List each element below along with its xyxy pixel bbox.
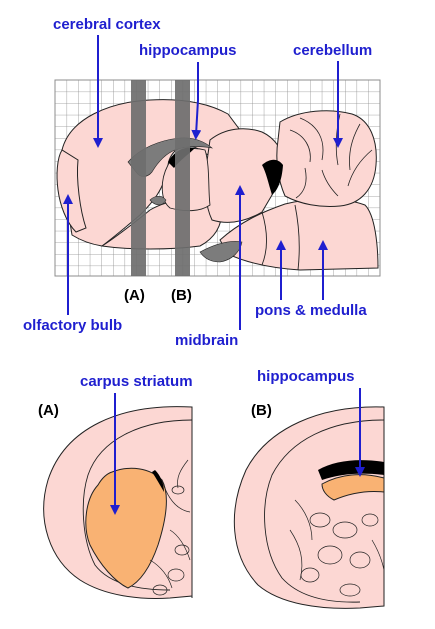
coronal-labels: (A) (B) carpus striatum hippocampus [38, 368, 365, 515]
marker-section-a: (A) [124, 287, 145, 304]
fiber-tract-dark [262, 159, 283, 195]
label-cerebral-cortex: cerebral cortex [53, 16, 161, 33]
sagittal-view [54, 79, 381, 277]
ventricle-lower [149, 195, 167, 206]
section-band-b [175, 80, 190, 276]
panel-label-a: (A) [38, 402, 59, 419]
section-b-deep-structures [289, 499, 385, 597]
label-olfactory-bulb: olfactory bulb [23, 317, 122, 334]
section-a-dark-tract [152, 470, 164, 492]
label-cerebellum: cerebellum [293, 42, 372, 59]
section-a-deep-structures [149, 459, 191, 596]
label-hippocampus-sagittal: hippocampus [139, 42, 237, 59]
coronal-section-a [43, 406, 193, 599]
pons-divider [294, 204, 300, 271]
panel-label-b: (B) [251, 402, 272, 419]
pituitary-region [199, 241, 243, 263]
section-b-inner-boundary [264, 419, 385, 603]
brainstem-divider [261, 211, 267, 266]
cerebellum-region [276, 110, 377, 207]
section-band-a [131, 80, 146, 276]
cerebellar-folia [289, 113, 373, 199]
marker-section-b: (B) [171, 287, 192, 304]
hippocampus-highlight [321, 474, 385, 501]
label-carpus-striatum: carpus striatum [80, 373, 193, 390]
label-midbrain: midbrain [175, 332, 238, 349]
label-pons-medulla: pons & medulla [255, 302, 367, 319]
label-hippocampus-coronal: hippocampus [257, 368, 355, 385]
coronal-section-b [233, 406, 385, 609]
sagittal-labels: cerebral cortex hippocampus cerebellum (… [23, 16, 372, 349]
section-b-ventricle-dark [318, 460, 384, 480]
arrow-hippocampus-sagittal [191, 62, 202, 140]
